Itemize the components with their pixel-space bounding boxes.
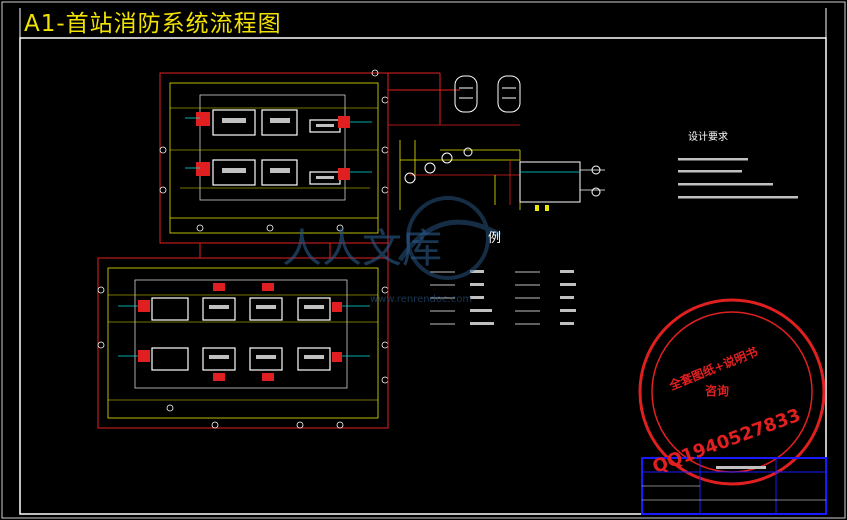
- upper-building: [159, 69, 440, 244]
- title-block: [641, 457, 827, 515]
- lower-building: [97, 257, 389, 429]
- pump-station: [387, 73, 605, 428]
- watermark-url: www.renrendoc.com: [370, 294, 472, 305]
- drawing-title: A1-首站消防系统流程图: [24, 11, 282, 37]
- pressure-vessel-2: [497, 75, 521, 113]
- pressure-vessel-1: [454, 75, 478, 113]
- water-tank: [519, 161, 581, 203]
- legend: [430, 270, 576, 325]
- legend-heading: 例: [488, 231, 501, 246]
- watermark-brand: 人人文库: [282, 226, 442, 272]
- drawing-frame-inner: [19, 37, 827, 515]
- stamp-side-text: 咨询: [705, 383, 729, 398]
- design-notes-heading: 设计要求: [688, 130, 728, 143]
- watermark-logo: [397, 196, 502, 280]
- design-notes-lines: [678, 158, 798, 199]
- lower-equipment: [151, 297, 331, 371]
